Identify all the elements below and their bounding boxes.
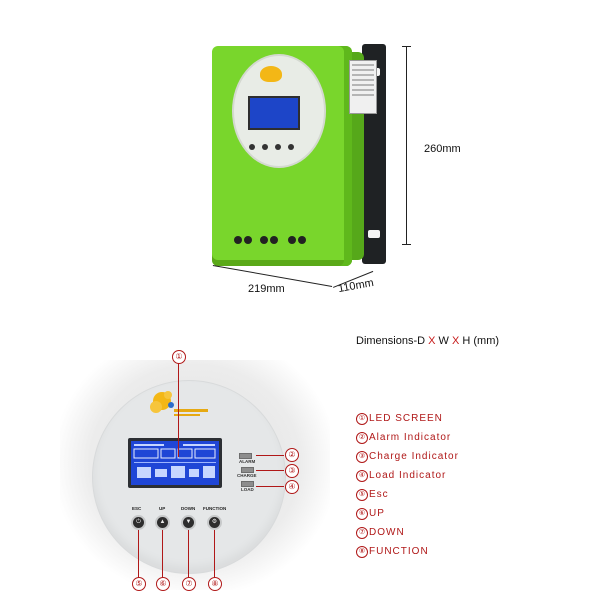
mini-button	[288, 144, 294, 150]
callout-line-alarm	[256, 455, 284, 456]
width-label: 219mm	[248, 283, 285, 295]
callout-function: ⑧	[208, 577, 222, 591]
callout-alarm: ②	[285, 448, 299, 462]
down-button[interactable]: ▼	[183, 517, 194, 528]
callout-line-charge	[256, 470, 284, 471]
mini-lcd-screen	[248, 96, 300, 130]
caption-prefix: Dimensions-D	[356, 335, 429, 347]
callout-load: ④	[285, 480, 299, 494]
height-dimension-tick	[402, 244, 411, 245]
legend-number: ⑥	[356, 508, 368, 520]
callout-charge: ③	[285, 464, 299, 478]
brand-logo-icon	[260, 66, 282, 82]
function-button-label: FUNCTION	[203, 506, 227, 511]
caption-x-mark: X	[428, 335, 436, 347]
esc-button[interactable]: ⏻	[133, 517, 144, 528]
callout-down: ⑦	[182, 577, 196, 591]
terminal-port	[260, 236, 268, 244]
legend-text: LED SCREEN	[369, 413, 443, 424]
esc-button-label: ESC	[132, 506, 142, 511]
terminal-port	[288, 236, 296, 244]
charge-indicator-led	[241, 467, 254, 473]
callout-line-down	[188, 530, 189, 578]
down-button-label: DOWN	[181, 506, 196, 511]
up-button[interactable]: ▲	[157, 517, 168, 528]
legend-number: ⑤	[356, 489, 368, 501]
terminal-ports	[230, 228, 312, 250]
legend-number: ④	[356, 470, 368, 482]
alarm-indicator-label: ALARM	[239, 459, 256, 464]
legend-number: ⑧	[356, 546, 368, 558]
callout-screen: ①	[172, 350, 186, 364]
lcd-screen	[131, 441, 219, 485]
height-dimension-tick	[402, 46, 411, 47]
dimensions-caption: Dimensions-D X W X H (mm)	[356, 335, 499, 347]
brand-logo-icon	[150, 391, 208, 416]
function-button[interactable]: ⚙	[209, 517, 220, 528]
terminal-port	[270, 236, 278, 244]
mini-button	[275, 144, 281, 150]
legend-text: Esc	[369, 489, 389, 500]
callout-up: ⑥	[156, 577, 170, 591]
terminal-port	[234, 236, 242, 244]
load-indicator-led	[241, 481, 254, 487]
caption-suffix: H (mm)	[459, 335, 500, 347]
height-dimension-line	[406, 46, 407, 244]
legend-number: ⑦	[356, 527, 368, 539]
load-indicator-label: LOAD	[241, 487, 254, 492]
callout-line-screen	[178, 362, 179, 457]
mini-button	[249, 144, 255, 150]
legend-number: ③	[356, 451, 368, 463]
callout-line-up	[162, 530, 163, 578]
terminal-port	[298, 236, 306, 244]
terminal-port	[244, 236, 252, 244]
alarm-indicator-led	[239, 453, 252, 459]
mini-button	[262, 144, 268, 150]
legend-text: FUNCTION	[369, 546, 429, 557]
legend-number: ①	[356, 413, 368, 425]
legend-text: DOWN	[369, 527, 405, 538]
depth-label: 110mm	[337, 276, 375, 296]
caption-x-mark: X	[451, 335, 460, 347]
height-label: 260mm	[424, 143, 461, 155]
legend-number: ②	[356, 432, 368, 444]
callout-line-esc	[138, 530, 139, 578]
callout-esc: ⑤	[132, 577, 146, 591]
legend-text: UP	[369, 508, 385, 519]
legend-text: Alarm Indicator	[369, 432, 452, 443]
charge-indicator-label: CHARGE	[237, 473, 257, 478]
legend-text: Load Indicator	[369, 470, 447, 481]
caption-w: W	[435, 335, 452, 347]
spec-label-sticker	[349, 60, 377, 114]
legend-text: Charge Indicator	[369, 451, 459, 462]
callout-line-function	[214, 530, 215, 578]
callout-line-load	[256, 486, 284, 487]
up-button-label: UP	[159, 506, 166, 511]
